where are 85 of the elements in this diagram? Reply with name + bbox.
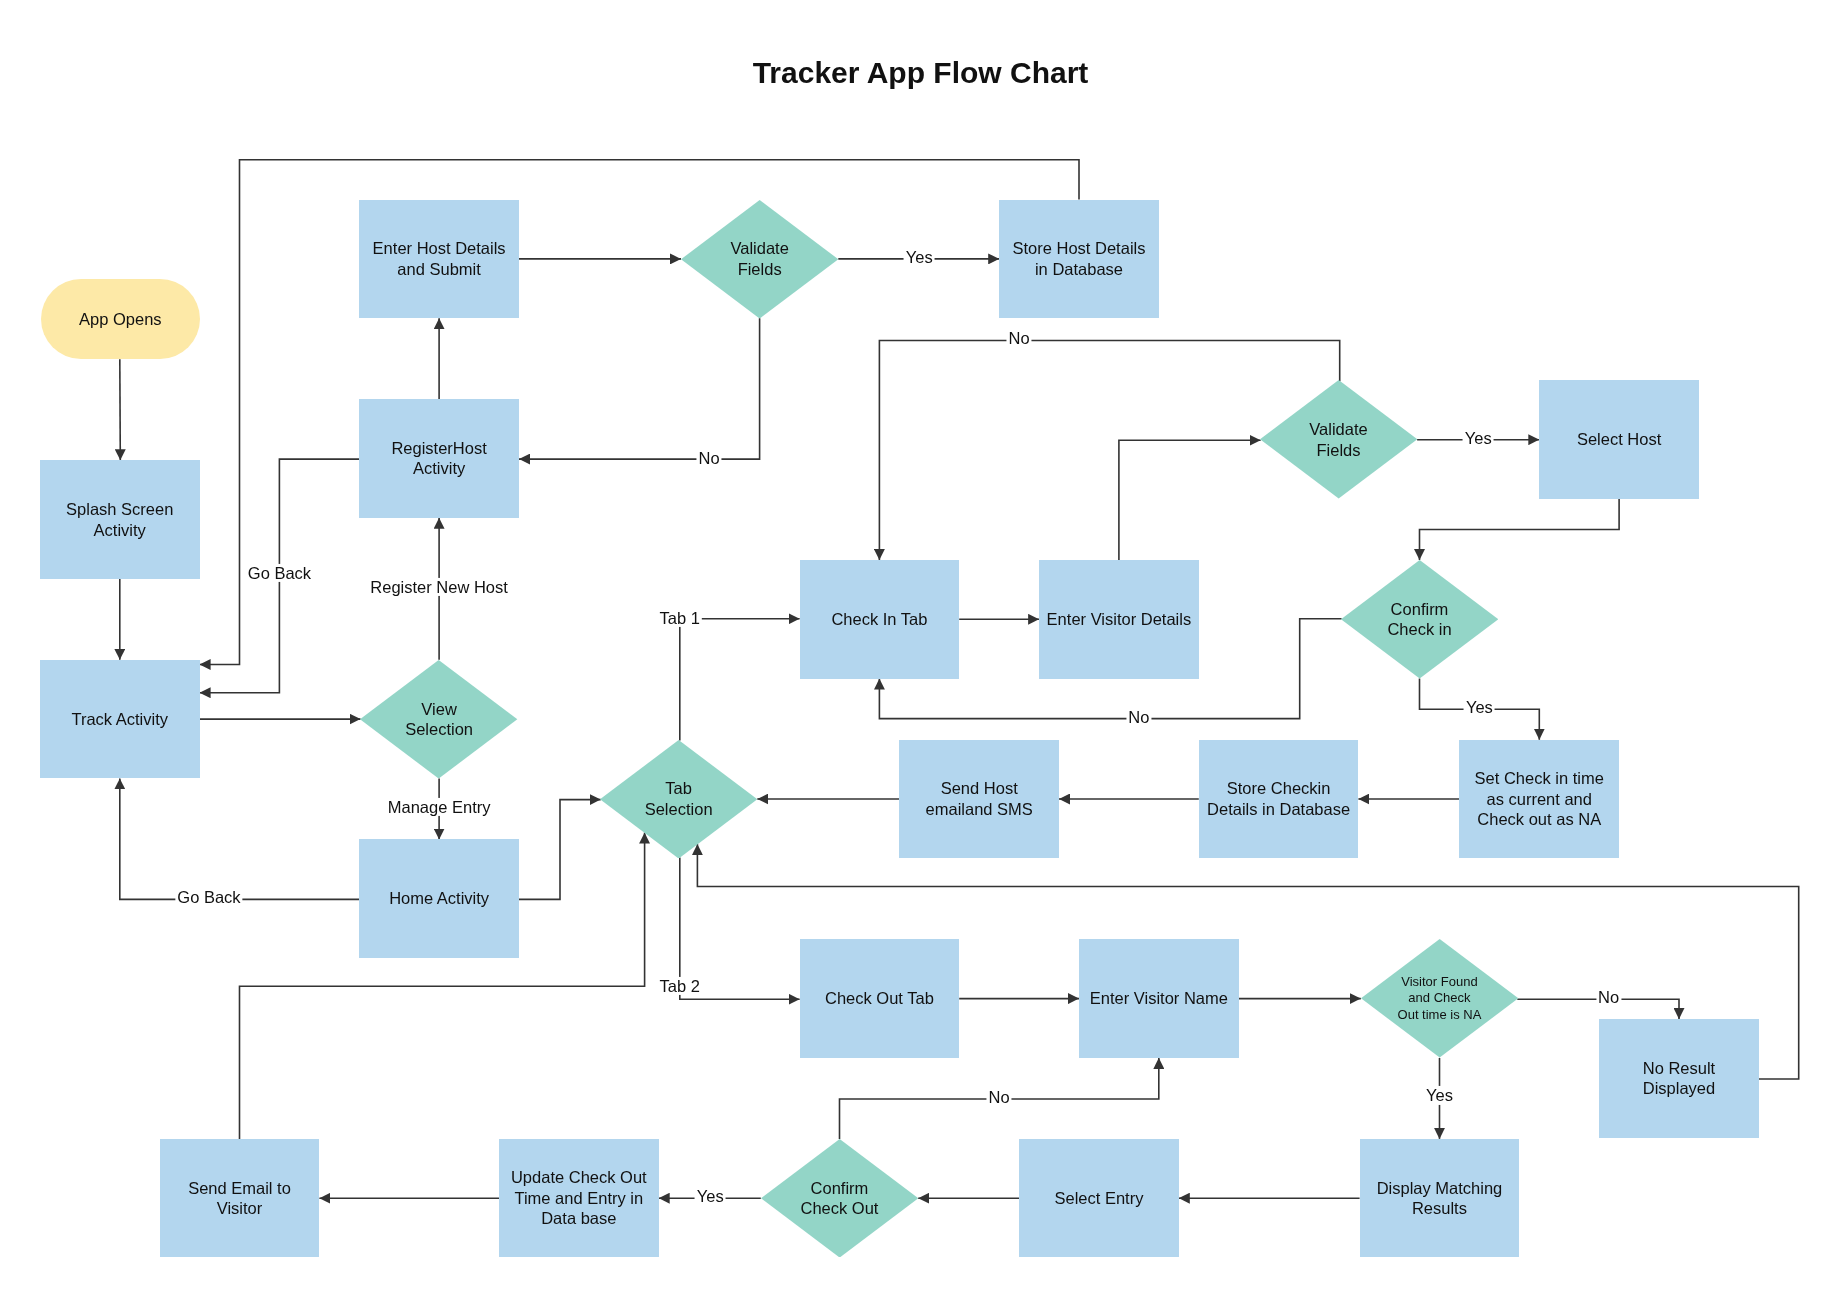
edge-label: Register New Host [368,578,510,597]
process-box [159,1138,320,1258]
arrow [198,158,1080,670]
process-box [1019,1138,1179,1258]
node-label: Tab Selection [643,778,714,820]
node-label: Enter Visitor Details [1046,609,1192,630]
node-label: Send Host emailand SMS [924,778,1034,820]
arrow [198,713,362,725]
arrow [679,856,801,1005]
process-box [359,199,519,319]
arrow [958,613,1040,625]
arrow [518,253,682,265]
node-label: Validate Fields [1308,419,1369,461]
decision-diamond [1360,939,1519,1058]
node-label: Update Check Out Time and Entry in Data base [509,1167,648,1230]
arrow [114,358,126,461]
node-label: RegisterHost Activity [390,437,488,480]
node-label: Enter Visitor Name [1089,988,1228,1009]
arrow [873,339,1341,561]
diagram-title: Tracker App Flow Chart [752,56,1089,90]
process-box [1359,1138,1520,1258]
edge-label: Yes [1424,1086,1455,1105]
arrow [318,1192,500,1204]
process-box [799,560,960,679]
node-label: Send Email to Visitor [187,1177,292,1219]
node-label: App Opens [79,309,162,330]
node-label: Store Checkin Details in Database [1206,778,1352,820]
process-box [359,399,519,518]
arrow [1414,498,1620,561]
node-label: Splash Screen Activity [65,498,175,541]
node-label: Set Check in time as current and Check out as NA [1473,768,1605,830]
edge-label: Tab 2 [657,977,702,996]
arrow [838,1057,1165,1140]
arrow [1058,793,1200,805]
decision-diamond [760,1138,919,1258]
arrow [1237,993,1362,1005]
arrow [917,1192,1020,1204]
node-label: Track Activity [71,708,169,730]
node-label: Check In Tab [831,609,928,630]
node-label: Validate Fields [729,238,790,280]
process-box [1198,739,1359,859]
node-label: Confirm Check Out [799,1177,880,1219]
arrow [756,793,901,805]
arrow [1178,1192,1361,1204]
process-box [39,659,200,779]
node-label: Display Matching Results [1375,1177,1504,1219]
arrow [1357,793,1461,805]
node-label: View Selection [404,698,475,740]
node-label: No Result Displayed [1641,1057,1717,1100]
arrow [433,517,445,661]
decision-diamond [360,659,518,779]
arrow [238,831,651,1140]
arrow [433,317,445,400]
arrow [198,458,361,699]
decision-diamond [1340,560,1499,679]
process-box [1599,1019,1759,1138]
node-label: Visitor Found and Check Out time is NA [1396,974,1483,1023]
arrow [1118,434,1262,561]
process-box [1539,380,1699,499]
process-box [499,1138,659,1258]
node-label: Check Out Tab [824,988,934,1009]
process-box [1079,939,1239,1058]
node-label: Home Activity [389,888,490,910]
decision-diamond [680,199,839,319]
arrow [691,843,1800,1080]
process-box [999,199,1159,319]
node-label: Store Host Details in Database [1011,238,1147,280]
node-label: Confirm Check in [1386,598,1453,640]
node-label: Select Host [1576,429,1662,450]
decision-diamond [599,739,758,859]
process-box [799,939,960,1058]
arrow [114,578,126,661]
edge-label: Go Back [245,563,314,582]
process-box [1459,739,1620,859]
arrow [518,794,602,901]
arrow [958,993,1080,1005]
decision-diamond [1259,380,1418,499]
process-box [1039,560,1199,679]
process-box [899,739,1060,859]
process-box [359,839,519,959]
node-label: Enter Host Details and Submit [371,238,507,280]
process-box [39,460,200,579]
arrow [518,317,761,465]
arrow [873,618,1343,720]
node-label: Select Entry [1054,1187,1144,1209]
